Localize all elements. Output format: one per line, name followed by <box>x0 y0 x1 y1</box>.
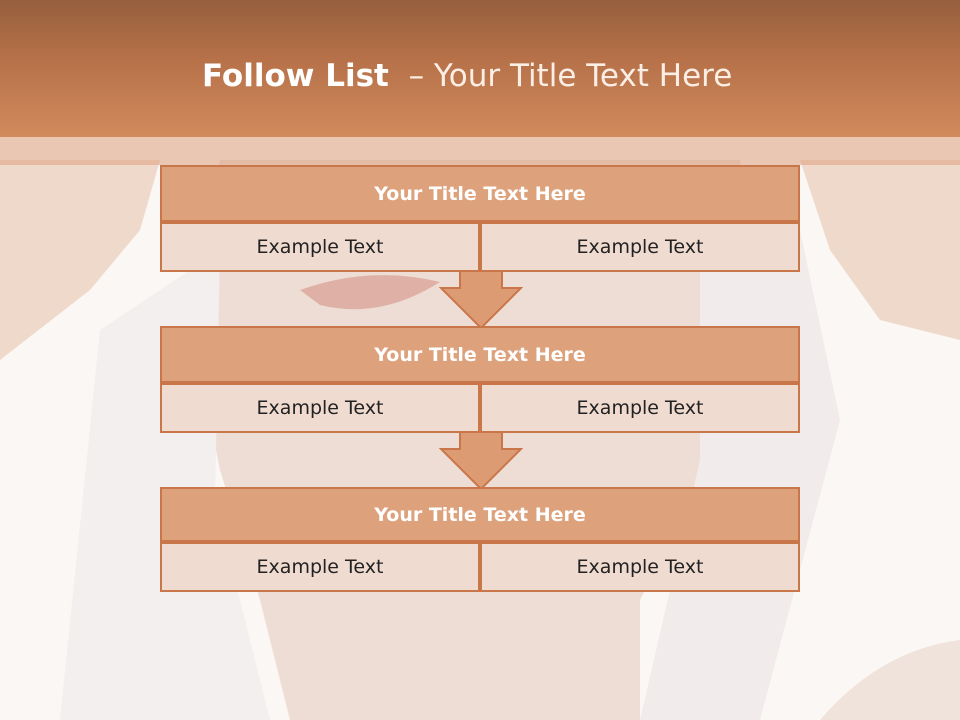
step-block-1: Your Title Text Here Example Text Exampl… <box>160 165 800 272</box>
slide-title-bold: Follow List <box>202 58 389 94</box>
step-right-cell[interactable]: Example Text <box>480 222 800 272</box>
step-left-cell[interactable]: Example Text <box>160 383 480 433</box>
step-left-cell[interactable]: Example Text <box>160 542 480 592</box>
header-bar <box>0 0 960 137</box>
step-title[interactable]: Your Title Text Here <box>160 487 800 542</box>
slide-title: Follow List – Your Title Text Here <box>202 56 732 96</box>
down-arrow-icon <box>439 270 523 330</box>
step-title[interactable]: Your Title Text Here <box>160 165 800 222</box>
step-block-2: Your Title Text Here Example Text Exampl… <box>160 326 800 433</box>
down-arrow-icon <box>439 431 523 491</box>
step-right-cell[interactable]: Example Text <box>480 542 800 592</box>
step-title[interactable]: Your Title Text Here <box>160 326 800 383</box>
step-right-cell[interactable]: Example Text <box>480 383 800 433</box>
slide-title-rest: – Your Title Text Here <box>408 58 733 94</box>
step-block-3: Your Title Text Here Example Text Exampl… <box>160 487 800 592</box>
header-band <box>0 137 960 165</box>
step-left-cell[interactable]: Example Text <box>160 222 480 272</box>
